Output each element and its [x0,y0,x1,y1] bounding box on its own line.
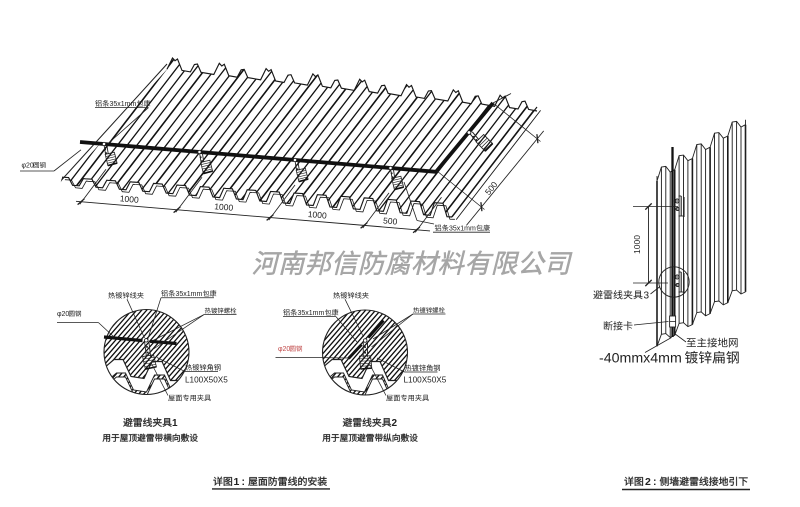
svg-text:35x1mm: 35x1mm [449,226,476,233]
svg-text:L100X50X5: L100X50X5 [185,376,228,385]
svg-text:35x1mm: 35x1mm [176,291,203,298]
svg-text:1000: 1000 [307,209,327,221]
svg-text::: : [242,476,246,488]
svg-text:2: 2 [392,418,398,429]
svg-text:1: 1 [172,418,178,429]
svg-text:35x1mm: 35x1mm [298,310,325,317]
svg-text:1000: 1000 [632,235,642,254]
svg-text:1000: 1000 [214,201,234,213]
svg-text:1: 1 [234,476,240,488]
svg-text:2: 2 [645,476,651,488]
svg-text:φ20: φ20 [57,311,69,318]
svg-text::: : [653,476,657,488]
svg-text:35x1mm: 35x1mm [110,101,137,108]
svg-text:1000: 1000 [119,193,139,205]
svg-text:φ20: φ20 [278,346,290,353]
svg-text:500: 500 [383,215,398,226]
svg-text:3: 3 [644,291,650,302]
svg-text:-40mmx4mm: -40mmx4mm [599,351,682,367]
svg-text:φ20: φ20 [22,163,34,170]
svg-text:L100X50X5: L100X50X5 [404,376,447,385]
